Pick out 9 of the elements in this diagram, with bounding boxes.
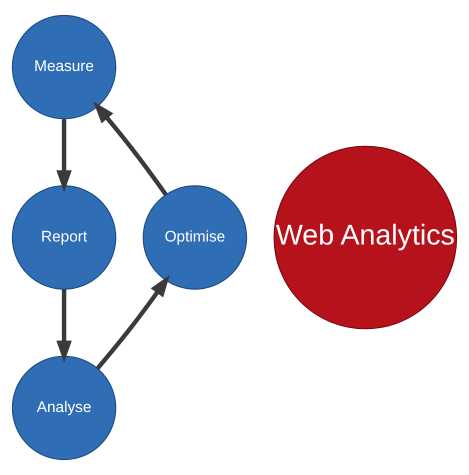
node-circle: Optimise	[142, 185, 248, 290]
node-circle: Web Analytics	[274, 146, 458, 330]
node-circle: Analyse	[12, 356, 116, 460]
node-circle: Measure	[12, 14, 116, 120]
node-circle: Report	[12, 185, 116, 290]
arrow	[96, 274, 170, 370]
arrow	[56, 119, 72, 192]
arrow	[56, 290, 72, 363]
arrow	[93, 102, 168, 196]
